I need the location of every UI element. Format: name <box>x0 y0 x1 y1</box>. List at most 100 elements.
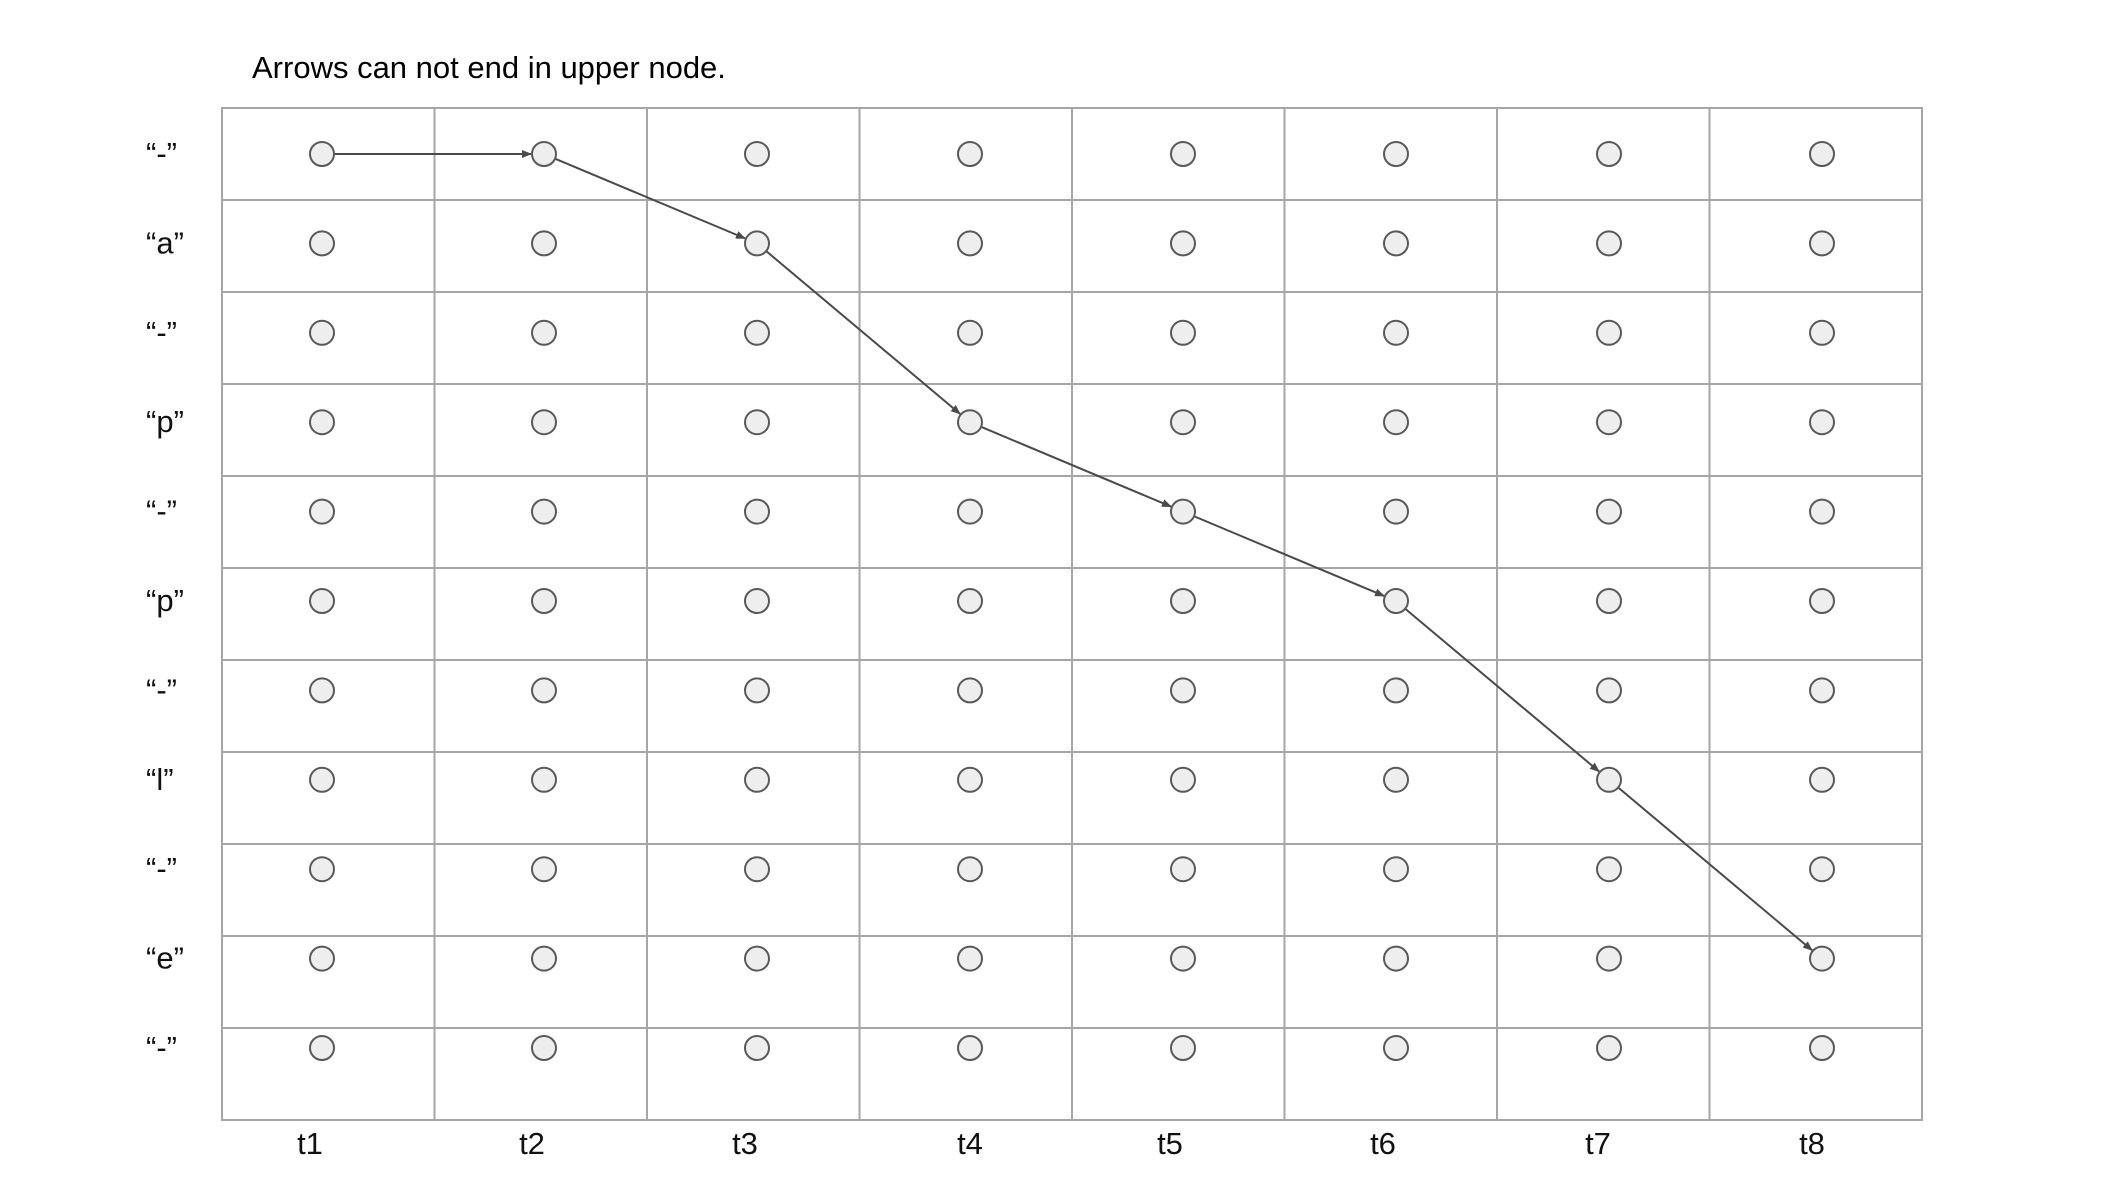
state-node <box>1809 498 1835 525</box>
state-node <box>1596 141 1622 167</box>
path-arrow <box>554 157 746 240</box>
state-node <box>744 588 770 614</box>
state-node <box>744 856 770 883</box>
state-node <box>957 677 983 704</box>
state-node <box>1170 141 1196 167</box>
state-node <box>957 141 983 167</box>
state-node <box>957 856 983 883</box>
state-node <box>1596 319 1622 346</box>
state-node <box>1809 141 1835 167</box>
state-node <box>309 319 335 346</box>
state-node <box>1383 319 1409 346</box>
path-arrow <box>1193 515 1385 597</box>
state-node <box>531 677 557 704</box>
row-label: “p” <box>146 404 184 439</box>
state-node <box>1809 409 1835 436</box>
state-node <box>1383 677 1409 704</box>
state-node <box>1383 409 1409 436</box>
path-arrow <box>1404 607 1600 773</box>
state-node <box>531 230 557 257</box>
state-node <box>309 588 335 614</box>
state-node <box>1596 230 1622 257</box>
state-node <box>309 1035 335 1061</box>
state-node <box>1170 409 1196 436</box>
row-label: “-” <box>146 494 177 529</box>
state-node <box>744 498 770 525</box>
path-arrow <box>1617 786 1813 952</box>
state-node <box>1596 677 1622 704</box>
state-node <box>1809 856 1835 883</box>
state-node <box>1170 766 1196 793</box>
column-label: t7 <box>1585 1126 1611 1161</box>
state-node <box>309 498 335 525</box>
state-node <box>1383 766 1409 793</box>
state-node <box>1596 409 1622 436</box>
state-node <box>744 319 770 346</box>
state-node <box>744 766 770 793</box>
state-node <box>1383 856 1409 883</box>
row-label: “-” <box>146 851 177 886</box>
column-label: t1 <box>297 1126 323 1161</box>
row-label: “-” <box>146 672 177 707</box>
state-node <box>1170 1035 1196 1061</box>
state-node <box>531 1035 557 1061</box>
state-node <box>957 319 983 346</box>
state-node <box>531 319 557 346</box>
state-node <box>1596 588 1622 614</box>
state-node <box>1596 498 1622 525</box>
state-node <box>309 677 335 704</box>
state-node <box>1170 230 1196 257</box>
state-node <box>1596 945 1622 972</box>
state-node <box>1596 1035 1622 1061</box>
column-label: t8 <box>1799 1126 1825 1161</box>
state-node <box>1383 1035 1409 1061</box>
path-arrow <box>765 250 961 415</box>
state-node <box>1383 498 1409 525</box>
state-node <box>1170 319 1196 346</box>
state-node <box>744 230 770 257</box>
row-label: “-” <box>146 315 177 350</box>
state-node <box>957 1035 983 1061</box>
state-node <box>309 141 335 167</box>
state-node <box>744 1035 770 1061</box>
state-node <box>1170 945 1196 972</box>
state-node <box>1596 766 1622 793</box>
state-node <box>1383 141 1409 167</box>
state-node <box>531 141 557 167</box>
state-node <box>309 409 335 436</box>
state-node <box>531 856 557 883</box>
state-node <box>531 409 557 436</box>
state-node <box>309 856 335 883</box>
state-node <box>1170 677 1196 704</box>
state-node <box>957 409 983 436</box>
column-label: t3 <box>732 1126 758 1161</box>
state-node <box>1596 856 1622 883</box>
state-node <box>531 588 557 614</box>
row-label: “a” <box>146 225 184 260</box>
row-label: “-” <box>146 136 177 171</box>
diagram-title: Arrows can not end in upper node. <box>252 50 726 85</box>
row-label: “l” <box>146 762 174 797</box>
state-node <box>1383 945 1409 972</box>
row-label: “-” <box>146 1030 177 1065</box>
state-node <box>744 945 770 972</box>
state-node <box>531 498 557 525</box>
state-node <box>531 945 557 972</box>
column-label: t4 <box>957 1126 983 1161</box>
alignment-path <box>334 150 1813 952</box>
column-label: t6 <box>1370 1126 1396 1161</box>
grid <box>221 107 1923 1121</box>
column-label: t5 <box>1157 1126 1183 1161</box>
state-node <box>1809 319 1835 346</box>
row-label: “e” <box>146 941 184 976</box>
state-node <box>1170 498 1196 525</box>
state-node <box>309 766 335 793</box>
state-node <box>1809 230 1835 257</box>
state-node <box>309 230 335 257</box>
state-node <box>1383 230 1409 257</box>
state-node <box>1809 588 1835 614</box>
state-node <box>957 588 983 614</box>
state-node <box>1809 1035 1835 1061</box>
